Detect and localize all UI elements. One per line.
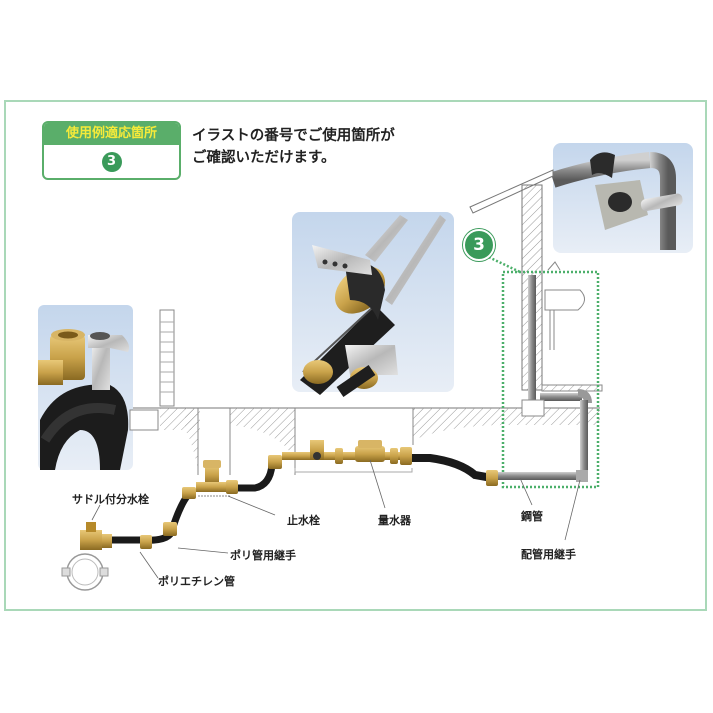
intro-line-1: イラストの番号でご使用箇所が [192, 128, 395, 144]
usage-location-badge: 使用例適応箇所 3 [42, 121, 181, 180]
vent-stack [129, 309, 175, 431]
badge-number: 3 [101, 151, 122, 172]
badge-body: 3 [44, 145, 179, 178]
label-water-meter: 量水器 [378, 514, 411, 527]
steel-pipe-run [498, 275, 592, 482]
label-stop-valve: 止水栓 [287, 514, 320, 527]
label-polyethylene-pipe: ポリエチレン管 [158, 575, 235, 588]
label-piping-fitting: 配管用継手 [521, 548, 576, 561]
pipe-cutter-photo [550, 143, 693, 253]
saddle-faucet-photo [38, 305, 133, 470]
sink [541, 261, 603, 392]
label-poly-fitting: ポリ管用継手 [230, 549, 296, 562]
wrench-fitting-photo [292, 212, 454, 397]
label-saddle-faucet: サドル付分水栓 [72, 493, 149, 506]
usage-zone-3 [477, 250, 600, 489]
badge-header: 使用例適応箇所 [44, 123, 179, 145]
illustration-frame [4, 100, 707, 611]
brass-fittings [61, 440, 498, 591]
label-steel-pipe: 鋼管 [521, 510, 543, 523]
intro-line-2: ご確認いただけます。 [192, 150, 336, 166]
location-marker-3: 3 [463, 229, 495, 261]
leader-lines [91, 459, 581, 579]
intro-text: イラストの番号でご使用箇所が ご確認いただけます。 [192, 125, 395, 169]
